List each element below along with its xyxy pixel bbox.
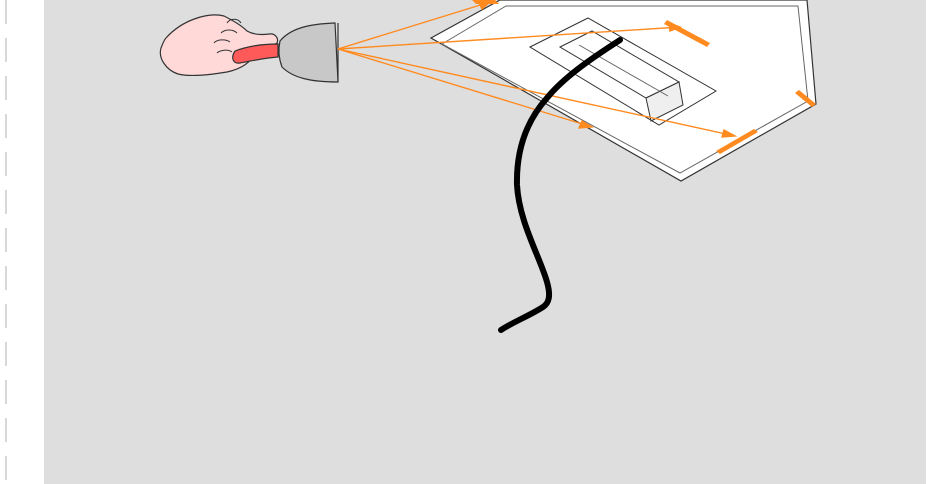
putty-knife-icon (232, 22, 339, 83)
right-strip (926, 0, 944, 484)
raised-block (528, 17, 717, 126)
sheet-panel-icon (429, 0, 817, 182)
left-rail (0, 0, 12, 484)
left-dashed-border (5, 0, 7, 484)
cable-icon (498, 37, 623, 333)
diagram-svg (159, 0, 817, 333)
signal-rays (337, 1, 738, 138)
diagram-canvas (44, 0, 926, 484)
